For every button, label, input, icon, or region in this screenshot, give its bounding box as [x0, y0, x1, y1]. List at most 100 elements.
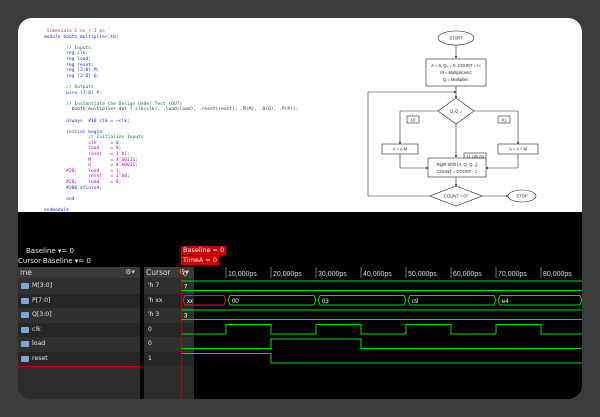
signal-trace-clk [181, 324, 582, 335]
code-line: // Outputs [44, 84, 94, 90]
code-line: // Initialize Inputs [44, 135, 144, 141]
code-line: reg load; [44, 56, 92, 62]
bus-value: 7 [184, 284, 188, 290]
decision-label: Q₀Q₋₁ [450, 109, 462, 114]
label-11-00: 11 OR 00 [466, 155, 484, 160]
bus-value: 3 [184, 313, 188, 319]
timeline-tick-label: 70,000ps [498, 271, 527, 278]
code-line: #20; load = 0; [44, 180, 122, 186]
bus-value: c9 [412, 299, 419, 305]
bus-value: xx [187, 299, 193, 305]
signal-row-p70[interactable]: P[7:0] [18, 293, 140, 308]
timeline-tick-label: 10,000ps [228, 271, 257, 278]
code-line: reg [3:0] Q; [44, 73, 100, 79]
label-10: 10 [411, 118, 416, 123]
name-header-label: me [20, 268, 32, 277]
shift-label: Right Shift (A, Q, Q₋₁) [437, 162, 478, 167]
code-line: reg reset; [44, 62, 94, 68]
code-line: module booth_multiplier_tb; [44, 34, 119, 40]
bus-segment [407, 295, 497, 306]
signal-icon [21, 297, 29, 304]
waveform-viewer: Baseline ▾= 0 Cursor-Baseline ▾= 0 Basel… [18, 212, 582, 399]
signal-trace-load [181, 338, 582, 349]
signal-row-clk[interactable]: clk [18, 322, 140, 337]
cursor-baseline-readout[interactable]: Cursor-Baseline ▾= 0 [18, 257, 91, 265]
add-label: A = A + M [509, 147, 527, 152]
code-line: #200 $finish; [44, 185, 103, 191]
signal-row-load[interactable]: load [18, 337, 140, 352]
shift-box [427, 157, 487, 178]
cursor-value: 'h 7 [148, 282, 160, 289]
bus-segment [182, 295, 227, 306]
code-line: endmodule [44, 208, 69, 213]
signal-panel: me ⚙▾ M[3:0] P[7:0]Q[3:0]clk load reset Cur… [18, 267, 582, 399]
timea-badge: TimeA = 0 [181, 256, 220, 265]
cursor-column-header[interactable]: Cursor ⚙▾ [144, 267, 194, 278]
gear-icon[interactable]: ⚙▾ [179, 268, 189, 276]
code-line: Q = 4'b0011; [44, 163, 139, 169]
cursor-value: 0 [148, 340, 152, 347]
code-line: load = 0; [44, 146, 122, 152]
code-line: M = 4'b0111; [44, 157, 139, 163]
baseline-badge: Baseline = 0 [181, 246, 227, 255]
code-line: wire [7:0] P; [44, 90, 103, 96]
signal-icon [21, 326, 29, 333]
code-line: #20; load = 1; [44, 168, 122, 174]
signal-name: load [32, 340, 46, 347]
count-check-node [429, 185, 483, 207]
signal-icon [21, 355, 29, 362]
cursor-value: 'h xx [148, 296, 163, 304]
bus-value: 00 [232, 299, 239, 305]
code-line: end [44, 196, 75, 202]
code-line: always #10 clk = ~clk; [44, 118, 130, 124]
signal-row-m30[interactable]: M[3:0] [18, 279, 140, 294]
signal-name: reset [32, 354, 48, 362]
signal-icon [21, 283, 29, 289]
signal-name-column: me ⚙▾ M[3:0] P[7:0]Q[3:0]clk load reset [18, 267, 140, 399]
code-line: reset = 1'b1; [44, 152, 130, 158]
init-line-3: Q = Multiplier; [443, 77, 469, 82]
signal-icon [21, 312, 29, 318]
code-line: reset = 1'b0; [44, 174, 130, 180]
timeline-tick-label: 60,000ps [453, 271, 482, 278]
code-line: reg clk; [44, 51, 89, 57]
code-line: reg [3:0] M; [44, 68, 100, 74]
signal-row-q30[interactable]: Q[3:0] [18, 308, 140, 323]
code-line: // Inputs [44, 45, 92, 51]
signal-row-reset[interactable]: reset [18, 351, 140, 366]
bus-segment [317, 295, 407, 306]
signal-trace-reset [181, 353, 582, 364]
bus-value: 03 [322, 299, 329, 305]
timeline-tick-label: 50,000ps [408, 271, 437, 278]
code-line: initial begin [44, 129, 103, 135]
code-line: clk = 0; [44, 140, 122, 146]
stop-node [507, 189, 537, 203]
label-box-01 [497, 115, 511, 124]
cursor-header-label: Cursor [146, 268, 171, 277]
subtract-label: A = A-M [393, 147, 408, 152]
code-line: `timescale 1 ns / 1 ps [44, 29, 105, 34]
cursor-value: 0 [148, 325, 152, 333]
bus-value: e4 [502, 299, 509, 305]
count-label: COUNT = COUNT - 1 [437, 169, 478, 174]
timeline-tick-label: 80,000ps [543, 271, 572, 278]
start-label: START [449, 36, 463, 41]
signal-name: M[3:0] [32, 282, 53, 289]
baseline-readout[interactable]: Baseline ▾= 0 [26, 247, 74, 255]
count-check-label: COUNT = 0? [444, 194, 469, 199]
bus-segment [227, 295, 317, 306]
timeline-tick-label: 0 [183, 271, 187, 278]
code-line: booth_multiplier dut (.clk(clk), .load(l… [44, 107, 299, 113]
label-01: 01 [502, 118, 507, 123]
booth-flowchart: START A = 0, Q₀ = 0, COUNT = n; M = Mult… [367, 30, 539, 207]
init-line-2: M = Multiplicand; [440, 70, 472, 75]
cursor-value: 'h 3 [148, 311, 160, 318]
timeline-tick-label: 20,000ps [273, 271, 302, 278]
code-line: // Instantiate the Design Under Test (DU… [44, 101, 183, 107]
gear-icon[interactable]: ⚙▾ [125, 268, 135, 276]
name-column-header[interactable]: me ⚙▾ [18, 267, 140, 278]
